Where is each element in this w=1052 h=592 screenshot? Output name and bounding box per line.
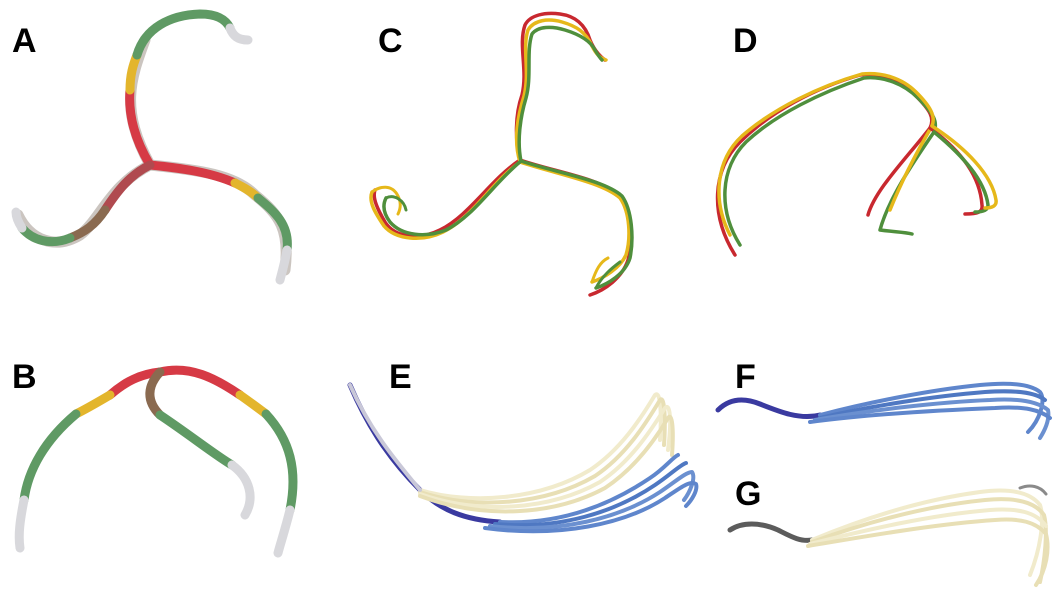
panel-b: B (12, 358, 293, 553)
panel-g: G (730, 475, 1048, 585)
panel-label-e: E (389, 358, 412, 396)
panel-e: E (350, 358, 696, 531)
panel-label-b: B (12, 358, 37, 396)
panel-d-structures (718, 74, 997, 255)
panel-f-structures (718, 384, 1050, 438)
panel-a-structure (16, 14, 287, 280)
panel-f: F (718, 358, 1050, 438)
panel-c-structures (371, 13, 632, 295)
panel-e-structures (350, 385, 696, 531)
panel-d: D (718, 22, 997, 255)
panel-label-a: A (12, 22, 37, 60)
panel-a: A (12, 14, 287, 280)
panel-g-structures (730, 486, 1048, 585)
panel-label-c: C (378, 22, 403, 60)
panel-c: C (371, 13, 632, 295)
panel-label-g: G (735, 475, 761, 513)
panel-label-d: D (733, 22, 758, 60)
panel-label-f: F (735, 358, 756, 396)
panel-b-structure (19, 370, 293, 553)
